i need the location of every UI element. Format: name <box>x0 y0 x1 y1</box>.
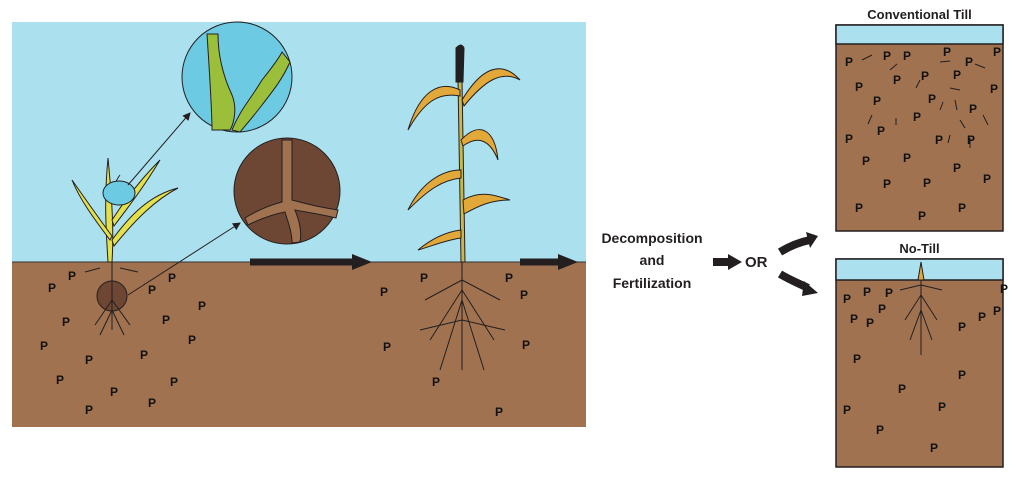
phosphorus-marker: P <box>420 271 428 285</box>
phosphorus-marker: P <box>520 288 528 302</box>
conventional-till-title: Conventional Till <box>867 7 972 22</box>
phosphorus-marker: P <box>893 73 901 87</box>
phosphorus-marker: P <box>198 299 206 313</box>
phosphorus-marker: P <box>862 154 870 168</box>
phosphorus-marker: P <box>918 209 926 223</box>
phosphorus-marker: P <box>188 333 196 347</box>
process-label-line2: and <box>639 252 665 268</box>
phosphorus-marker: P <box>383 340 391 354</box>
phosphorus-marker: P <box>845 132 853 146</box>
conventional-till-box <box>835 24 1004 232</box>
phosphorus-marker: P <box>863 285 871 299</box>
phosphorus-marker: P <box>1000 282 1008 296</box>
phosphorus-marker: P <box>148 396 156 410</box>
phosphorus-marker: P <box>878 302 886 316</box>
phosphorus-marker: P <box>903 49 911 63</box>
phosphorus-marker: P <box>843 403 851 417</box>
phosphorus-marker: P <box>40 339 48 353</box>
phosphorus-marker: P <box>380 285 388 299</box>
phosphorus-marker: P <box>943 45 951 59</box>
phosphorus-marker: P <box>850 312 858 326</box>
root-zoom-circle <box>233 137 341 245</box>
residue-fragment <box>959 119 966 129</box>
phosphorus-marker: P <box>993 304 1001 318</box>
phosphorus-marker: P <box>843 292 851 306</box>
phosphorus-marker: P <box>522 338 530 352</box>
mature-plant <box>407 44 521 371</box>
residue-fragment <box>954 99 958 111</box>
phosphorus-marker: P <box>845 55 853 69</box>
residue-fragment <box>861 54 873 61</box>
residue-fragment <box>939 60 951 63</box>
phosphorus-marker: P <box>928 92 936 106</box>
residue-fragment <box>867 114 873 125</box>
residue-fragment <box>889 63 898 71</box>
phosphorus-marker: P <box>935 133 943 147</box>
phosphorus-marker: P <box>56 373 64 387</box>
process-label-line1: Decomposition <box>601 230 703 246</box>
residue-fragment <box>949 87 961 91</box>
phosphorus-marker: P <box>170 375 178 389</box>
phosphorus-marker: P <box>938 400 946 414</box>
phosphorus-marker: P <box>930 441 938 455</box>
phosphorus-marker: P <box>85 403 93 417</box>
phosphorus-marker: P <box>898 382 906 396</box>
phosphorus-marker: P <box>958 368 966 382</box>
residue-fragment <box>982 114 989 126</box>
arrow-to-conventional <box>777 236 811 256</box>
phosphorus-marker: P <box>969 102 977 116</box>
phosphorus-marker: P <box>978 310 986 324</box>
phosphorus-marker: P <box>993 45 1001 59</box>
phosphorus-marker: P <box>983 172 991 186</box>
phosphorus-marker: P <box>903 151 911 165</box>
soil <box>12 262 586 427</box>
phosphorus-marker: P <box>68 269 76 283</box>
residue-fragment <box>947 134 951 144</box>
zoom-arrow-leaf <box>127 112 191 186</box>
phosphorus-marker: P <box>913 110 921 124</box>
residue-fragment <box>939 101 944 111</box>
phosphorus-marker: P <box>921 69 929 83</box>
phosphorus-marker: P <box>85 353 93 367</box>
phosphorus-marker: P <box>885 286 893 300</box>
phosphorus-marker: P <box>883 49 891 63</box>
phosphorus-marker: P <box>855 201 863 215</box>
phosphorus-marker: P <box>148 283 156 297</box>
phosphorus-marker: P <box>505 271 513 285</box>
phosphorus-marker: P <box>876 423 884 437</box>
phosphorus-marker: P <box>990 82 998 96</box>
phosphorus-marker: P <box>958 201 966 215</box>
phosphorus-marker: P <box>967 133 975 147</box>
phosphorus-marker: P <box>162 313 170 327</box>
or-label: OR <box>745 254 768 271</box>
phosphorus-marker: P <box>965 55 973 69</box>
phosphorus-marker: P <box>958 320 966 334</box>
young-plant <box>71 157 179 336</box>
leaf-zoom-spot <box>102 180 136 206</box>
phosphorus-marker: P <box>62 315 70 329</box>
phosphorus-marker: P <box>432 375 440 389</box>
zoom-arrow-root <box>127 222 241 296</box>
phosphorus-marker: P <box>873 94 881 108</box>
residue-fragment <box>915 79 921 89</box>
process-label-line3: Fertilization <box>612 275 692 291</box>
phosphorus-marker: P <box>866 316 874 330</box>
leaf-zoom-circle <box>181 21 293 133</box>
phosphorus-marker: P <box>883 177 891 191</box>
phosphorus-marker: P <box>48 281 56 295</box>
phosphorus-marker: P <box>877 124 885 138</box>
phosphorus-marker: P <box>110 385 118 399</box>
phosphorus-marker: P <box>495 405 503 419</box>
phosphorus-marker: P <box>853 352 861 366</box>
phosphorus-marker: P <box>953 68 961 82</box>
phosphorus-marker: P <box>140 348 148 362</box>
phosphorus-marker: P <box>855 80 863 94</box>
phosphorus-marker: P <box>923 176 931 190</box>
phosphorus-marker: P <box>168 271 176 285</box>
no-till-title: No-Till <box>899 241 940 256</box>
no-till-box <box>835 258 1004 468</box>
phosphorus-marker: P <box>953 161 961 175</box>
residue-fragment <box>974 63 986 69</box>
